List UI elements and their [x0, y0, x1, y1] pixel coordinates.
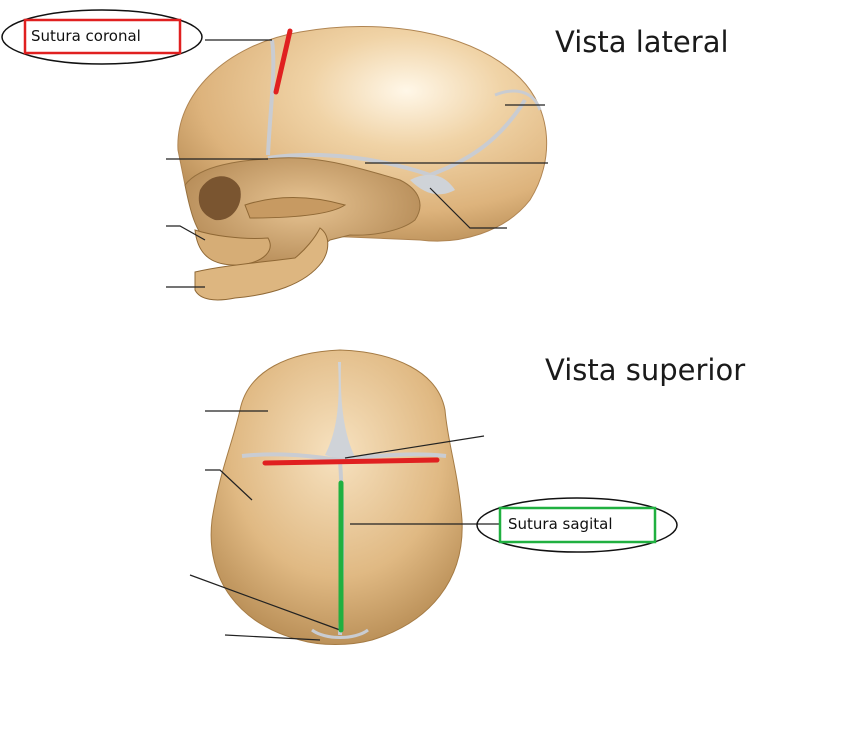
sagittal-suture-label: Sutura sagital: [508, 517, 612, 532]
lateral-skull: [166, 27, 548, 300]
lateral-view-title: Vista lateral: [555, 25, 729, 59]
coronal-suture-label: Sutura coronal: [31, 29, 141, 44]
superior-skull: [190, 350, 500, 645]
coronal-marker-superior: [265, 460, 437, 463]
superior-view-title: Vista superior: [545, 353, 745, 387]
